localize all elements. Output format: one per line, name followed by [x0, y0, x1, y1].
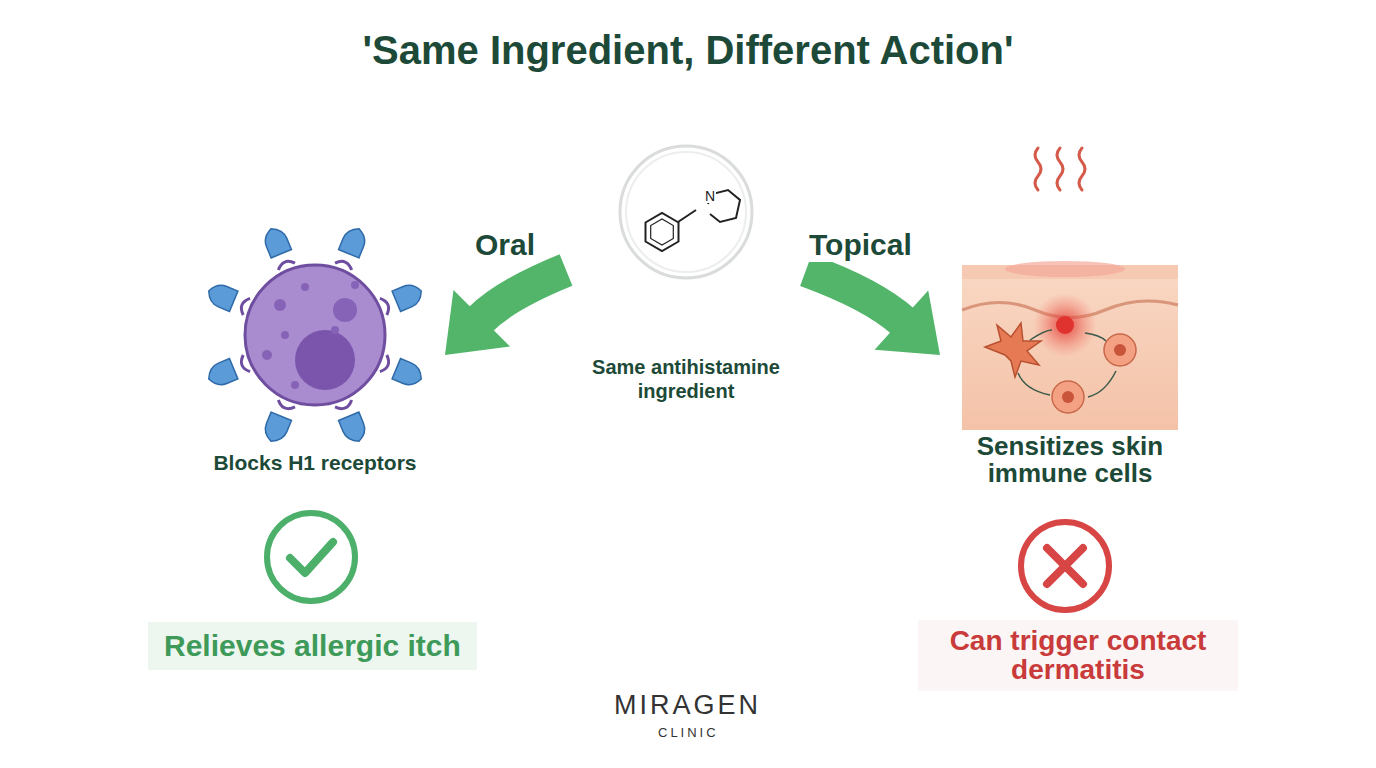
edge-label: Oral [471, 228, 539, 262]
mast-cell [245, 265, 385, 405]
granule [262, 350, 272, 360]
result-box: Can trigger contact dermatitis [918, 620, 1238, 691]
t-cell [1052, 381, 1084, 413]
heat-wave [1079, 148, 1085, 190]
granule [301, 283, 309, 291]
signal-arrow [1088, 371, 1116, 397]
illustration-node: Same antihistamine ingredient [566, 140, 806, 407]
node-illustration [185, 215, 445, 445]
title: 'Same Ingredient, Different Action' [0, 28, 1376, 73]
heat-wave [1035, 148, 1041, 190]
edge-label: Topical [805, 228, 916, 262]
thick-arrow [445, 270, 566, 355]
t-cell-nucleus [1114, 344, 1126, 356]
signal-arrow [1030, 330, 1052, 340]
node-text: Same antihistamine ingredient [566, 355, 806, 403]
cross-icon [1021, 522, 1109, 610]
pill-circle [620, 146, 752, 278]
shield [261, 225, 292, 258]
thick-arrow [806, 270, 940, 355]
benzene-ring [646, 213, 679, 251]
check-icon [267, 513, 355, 601]
result-box: Relieves allergic itch [148, 622, 477, 670]
t-cell-nucleus [1062, 391, 1074, 403]
dendritic-cell [985, 323, 1041, 377]
benzene-inner [651, 219, 674, 245]
illustration-node: Sensitizes skin immune cells [940, 145, 1200, 495]
shield [392, 281, 425, 312]
node-text: Can trigger contact dermatitis [934, 626, 1222, 685]
shield [205, 281, 238, 312]
bond [678, 210, 696, 222]
logo-sub: CLINIC [658, 726, 719, 739]
node-illustration [940, 145, 1200, 435]
shield [261, 412, 292, 445]
signal-arrow [1085, 333, 1106, 341]
redness [1005, 261, 1125, 277]
node-text: Blocks H1 receptors [185, 450, 445, 475]
illustration-node: Blocks H1 receptors [185, 215, 445, 485]
signal-arrow [1018, 373, 1050, 395]
nucleus [295, 330, 355, 390]
granule [351, 281, 359, 289]
logo-name: MIRAGEN [614, 692, 761, 719]
shield [392, 359, 425, 390]
granule [331, 326, 339, 334]
t-cell [1104, 334, 1136, 366]
shield [205, 359, 238, 390]
granule [291, 381, 299, 389]
arrow-shaft [480, 270, 566, 320]
skin-block [962, 265, 1178, 430]
inflammation-glow [1033, 293, 1097, 357]
granule [281, 331, 289, 339]
heat-wave [1057, 148, 1063, 190]
node-illustration [566, 140, 806, 290]
pill-rim [626, 152, 746, 272]
atom-label: N [704, 189, 716, 203]
arrow-shaft [806, 270, 903, 321]
molecule [646, 190, 741, 251]
node-text: Relieves allergic itch [164, 628, 461, 664]
node-text: Sensitizes skin immune cells [940, 433, 1200, 488]
shield [339, 225, 370, 258]
inflammation-core [1056, 316, 1074, 334]
granule [333, 298, 357, 322]
shield [339, 412, 370, 445]
granule [274, 299, 286, 311]
